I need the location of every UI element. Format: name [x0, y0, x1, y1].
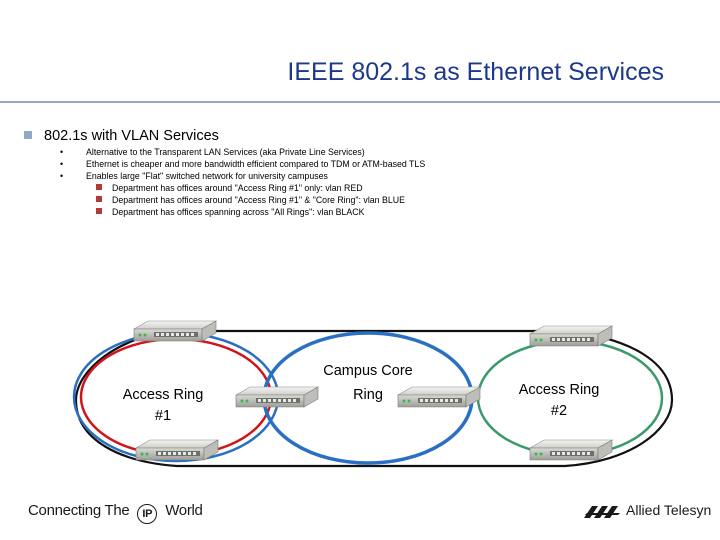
access-ring-2-label-line1: Access Ring — [518, 382, 600, 398]
sub-sub-bullet-text: Department has offices around "Access Ri… — [112, 195, 405, 205]
footer-tagline-pre: Connecting The — [28, 502, 130, 519]
network-switch-icon — [133, 320, 217, 342]
bullet-square-icon — [96, 184, 102, 190]
bullet-square-icon — [96, 208, 102, 214]
sub-bullet-text: Enables large "Flat" switched network fo… — [86, 171, 328, 181]
bullet-square-icon — [96, 196, 102, 202]
sub-bullet-text: Alternative to the Transparent LAN Servi… — [86, 147, 365, 157]
sub-sub-bullet-text: Department has offices spanning across "… — [112, 207, 365, 217]
sub-bullet-2: • Ethernet is cheaper and more bandwidth … — [60, 158, 425, 170]
footer-brand: Allied Telesyn — [626, 502, 712, 518]
title-divider — [0, 101, 720, 103]
network-switch-icon — [529, 325, 613, 347]
network-switch-icon — [529, 439, 613, 461]
footer-tagline-post: World — [165, 502, 203, 519]
access-ring-1-label-line2: #1 — [154, 408, 172, 424]
sub-bullet-text: Ethernet is cheaper and more bandwidth e… — [86, 159, 426, 169]
sub-sub-bullet-2: Department has offices around "Access Ri… — [96, 194, 405, 206]
sub-bullet-1: • Alternative to the Transparent LAN Serv… — [60, 146, 365, 158]
bullet-dot-icon: • — [60, 147, 64, 157]
sub-sub-bullet-text: Department has offices around "Access Ri… — [112, 183, 363, 193]
access-ring-2-label: Access Ring #2 — [504, 380, 614, 422]
access-ring-1-label-line1: Access Ring — [122, 387, 204, 403]
sub-bullet-3: • Enables large "Flat" switched network f… — [60, 170, 328, 182]
main-bullet-text: 802.1s with VLAN Services — [44, 128, 219, 144]
access-ring-2-label-line2: #2 — [550, 403, 568, 419]
slide-title: IEEE 802.1s as Ethernet Services — [287, 58, 664, 86]
bullet-dot-icon: • — [60, 171, 64, 181]
sub-sub-bullet-3: Department has offices spanning across "… — [96, 206, 365, 218]
main-bullet: 802.1s with VLAN Services — [24, 128, 219, 144]
campus-core-label-line2: Ring — [353, 387, 383, 403]
allied-telesyn-logo-icon — [584, 506, 620, 518]
network-switch-icon — [135, 439, 219, 461]
ip-logo-icon: IP — [137, 504, 158, 524]
sub-sub-bullet-1: Department has offices around "Access Ri… — [96, 182, 363, 194]
campus-core-label: Campus Core Ring — [310, 361, 426, 406]
access-ring-1-label: Access Ring #1 — [108, 385, 218, 427]
vlan-black-ring — [74, 329, 674, 468]
network-switch-icon — [235, 386, 319, 408]
campus-core-label-line1: Campus Core — [323, 363, 413, 379]
footer-tagline: Connecting The IP World — [28, 502, 203, 524]
bullet-square-icon — [24, 131, 32, 139]
bullet-dot-icon: • — [60, 159, 64, 169]
